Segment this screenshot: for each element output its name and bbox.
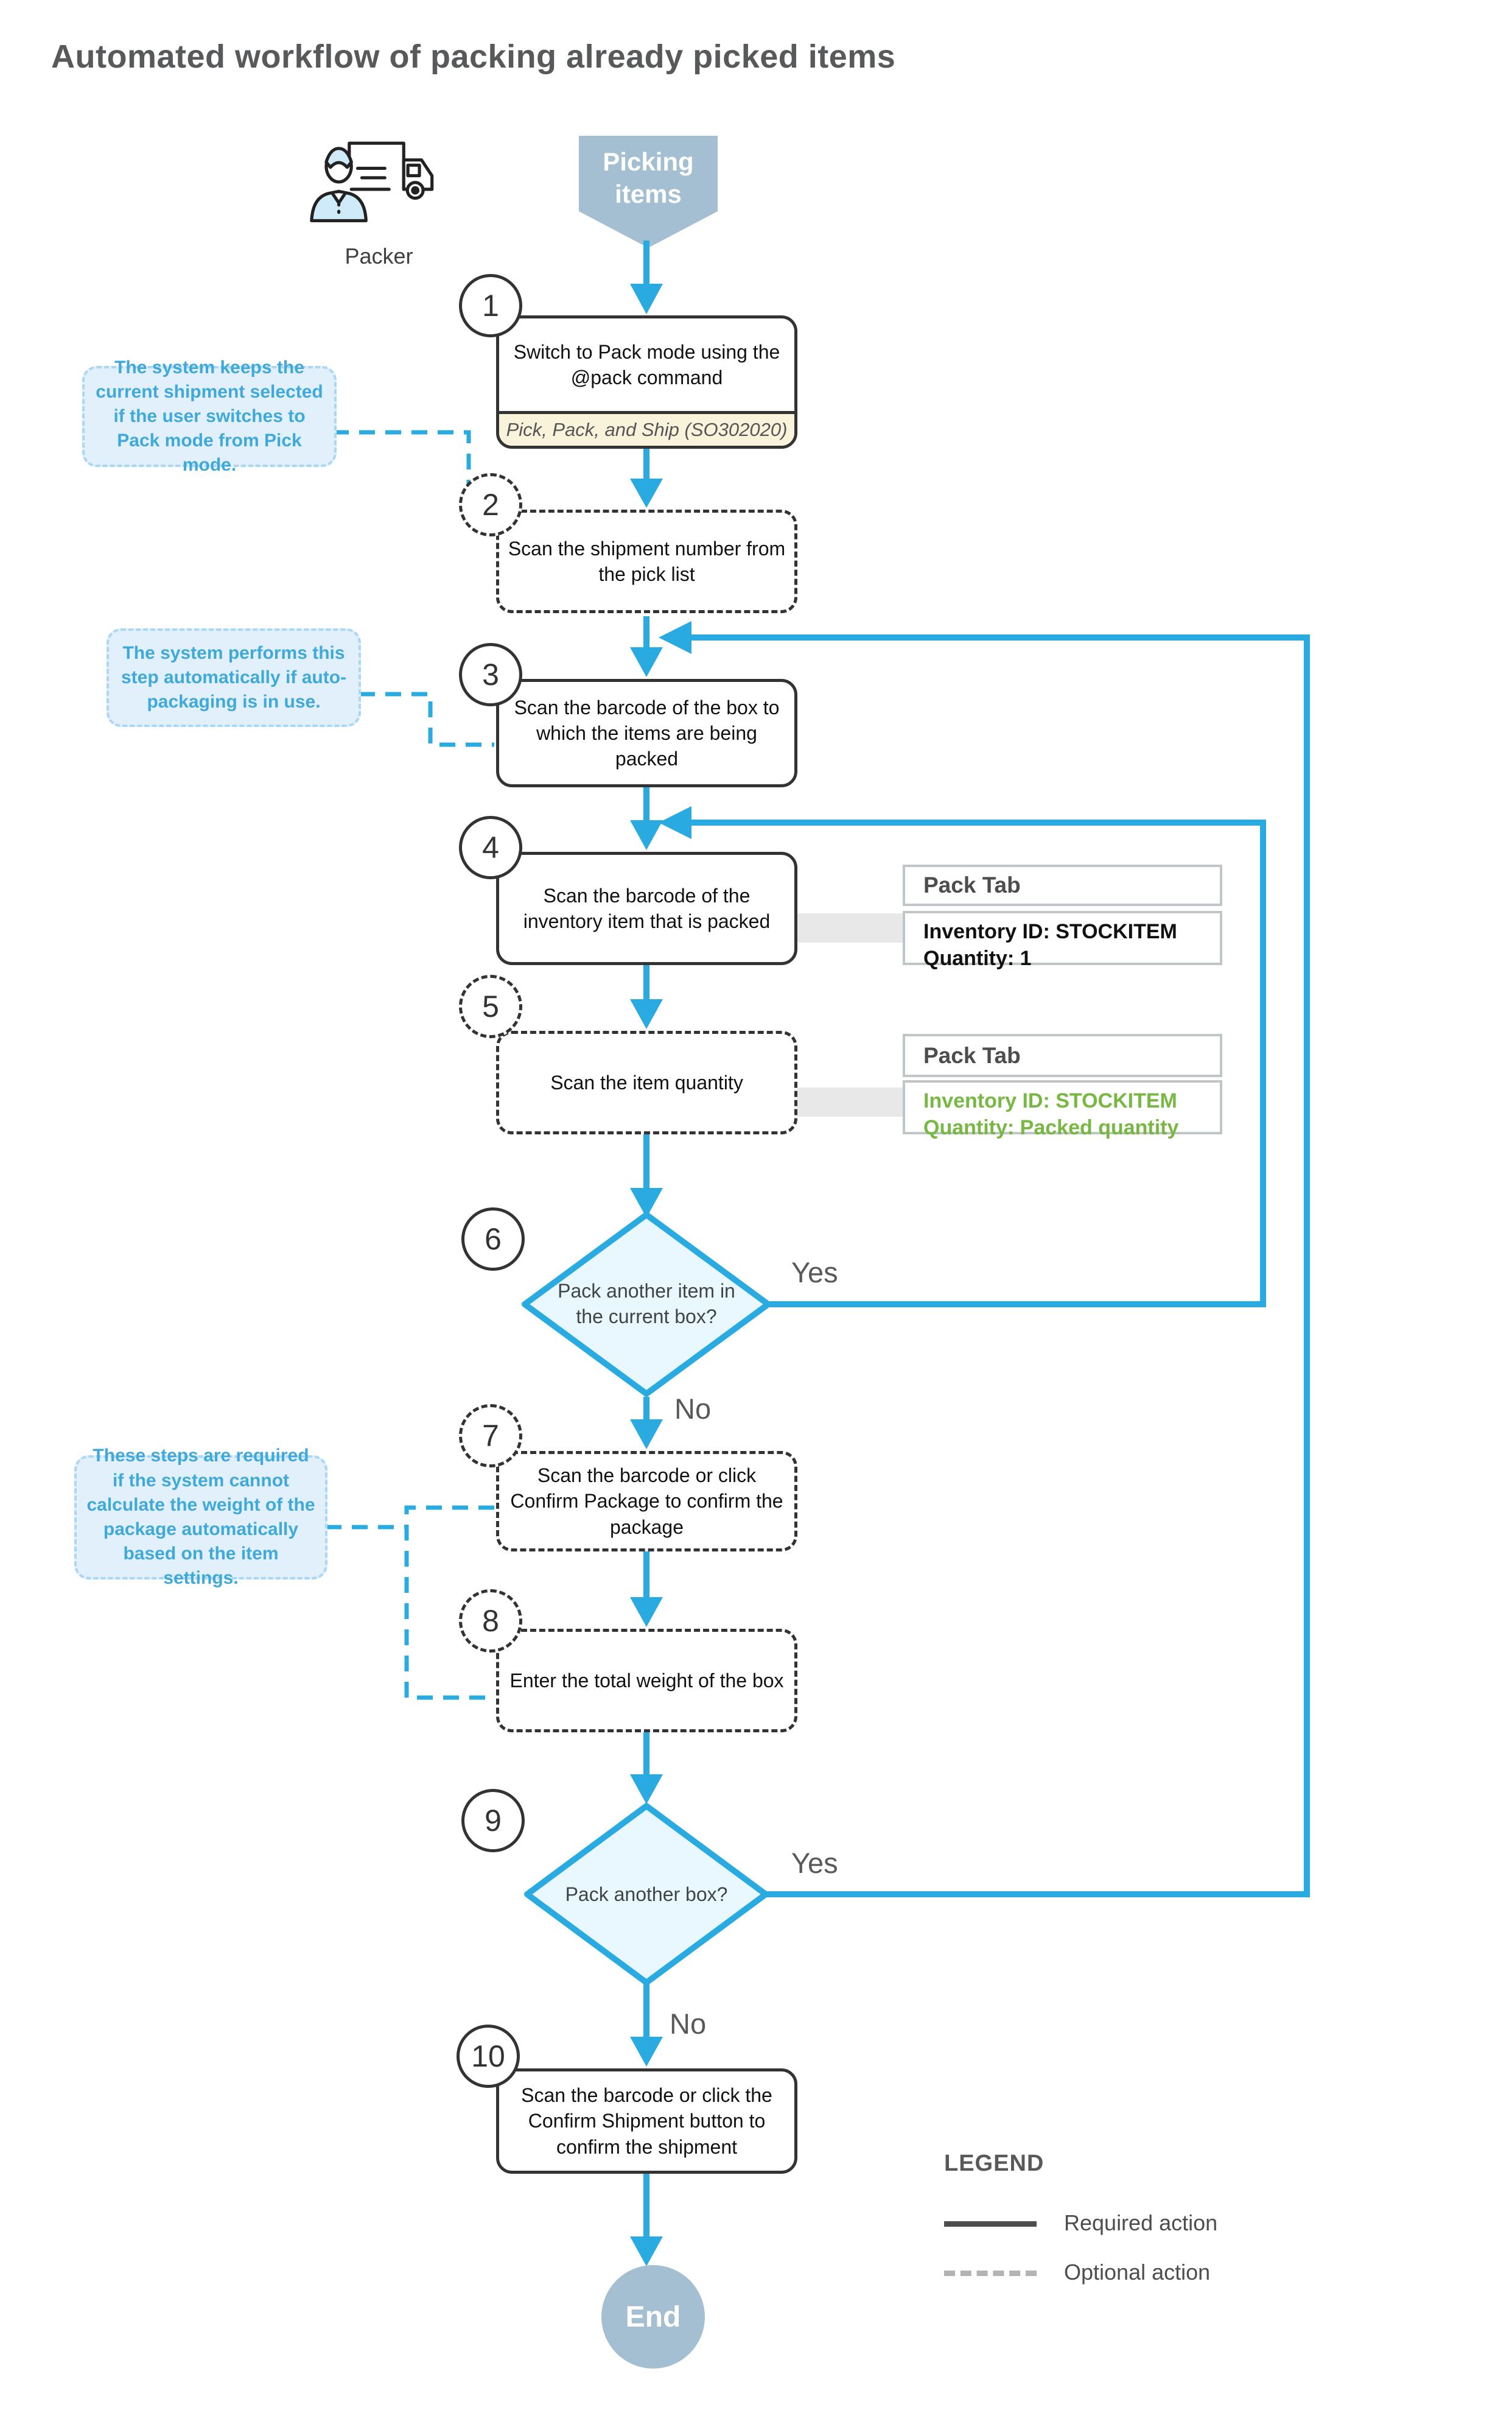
flow-lines xyxy=(643,241,1310,2236)
pack-tab2-body: Inventory ID: STOCKITEM Quantity: Packed… xyxy=(903,1080,1222,1139)
pack-tab2-line1: Inventory ID: STOCKITEM xyxy=(923,1089,1177,1112)
callout-keep-shipment: The system keeps the current shipment se… xyxy=(82,357,337,475)
loop-decision6-yes xyxy=(691,820,1266,1307)
arrowhead-loop9 xyxy=(659,621,691,654)
step7-number: 7 xyxy=(459,1404,522,1467)
pack-tab2-line2: Quantity: Packed quantity xyxy=(923,1116,1179,1139)
pack-tab1-header-text: Pack Tab xyxy=(923,873,1021,898)
pack-tab1-body: Inventory ID: STOCKITEM Quantity: 1 xyxy=(903,911,1222,970)
step1-number-text: 1 xyxy=(482,289,499,323)
step6-number-text: 6 xyxy=(485,1222,502,1256)
step1-number: 1 xyxy=(459,274,522,337)
step8-text: Enter the total weight of the box xyxy=(509,1669,784,1692)
callout-weight-required: These steps are required if the system c… xyxy=(74,1446,327,1588)
decision6-no-label: No xyxy=(674,1393,712,1425)
step10-number-text: 10 xyxy=(471,2039,505,2073)
step2-number-text: 2 xyxy=(482,488,499,522)
actor-label: Packer xyxy=(345,244,413,269)
callout3-bracket xyxy=(404,1505,494,1700)
step1-box: Switch to Pack mode using the @pack comm… xyxy=(496,315,797,449)
decision9-yes-label: Yes xyxy=(791,1847,838,1879)
step8-number-text: 8 xyxy=(482,1604,499,1638)
pack-tab1-line2: Quantity: 1 xyxy=(923,947,1032,970)
end-node: End xyxy=(601,2265,705,2369)
callout1-connector xyxy=(333,430,471,488)
arrowheads xyxy=(630,284,691,2266)
step5-box: Scan the item quantity xyxy=(496,1031,797,1134)
step4-box: Scan the barcode of the inventory item t… xyxy=(496,852,797,965)
arrowhead-loop6 xyxy=(659,806,691,839)
step7-number-text: 7 xyxy=(482,1419,499,1453)
step4-number-text: 4 xyxy=(482,831,499,865)
step2-text: Scan the shipment number from the pick l… xyxy=(508,537,786,585)
decision9-question: Pack another box? xyxy=(565,1883,728,1906)
page-title: Automated workflow of packing already pi… xyxy=(51,38,896,75)
step5-text: Scan the item quantity xyxy=(550,1071,743,1094)
step4-number: 4 xyxy=(459,816,522,879)
decision9-diamond xyxy=(524,1803,769,1986)
legend-optional-label: Optional action xyxy=(1064,2260,1211,2285)
decision6-text: Pack another item in the current box? xyxy=(549,1260,744,1348)
pack-tab1-link xyxy=(797,913,913,943)
step3-number-text: 3 xyxy=(482,658,499,692)
step5-number-text: 5 xyxy=(482,989,499,1024)
step1-footnote: Pick, Pack, and Ship (SO302020) xyxy=(499,411,794,446)
step2-box: Scan the shipment number from the pick l… xyxy=(496,510,797,613)
step7-text: Scan the barcode or click Confirm Packag… xyxy=(510,1464,783,1538)
step9-number-text: 9 xyxy=(485,1804,502,1838)
end-node-label: End xyxy=(625,2300,681,2333)
callout2-connector xyxy=(359,692,494,747)
pack-tab1-header: Pack Tab xyxy=(903,865,1222,906)
decision6-yes-label: Yes xyxy=(791,1256,838,1288)
step8-box: Enter the total weight of the box xyxy=(496,1629,797,1732)
legend-heading: LEGEND xyxy=(944,2151,1045,2176)
step3-number: 3 xyxy=(459,643,522,706)
step7-box: Scan the barcode or click Confirm Packag… xyxy=(496,1451,797,1551)
step3-box: Scan the barcode of the box to which the… xyxy=(496,679,797,787)
pack-tab1-line1: Inventory ID: STOCKITEM xyxy=(923,920,1177,943)
decision6-diamond xyxy=(522,1212,771,1397)
legend-required-line xyxy=(944,2221,1037,2227)
legend-required-label: Required action xyxy=(1064,2210,1218,2235)
picking-items-banner xyxy=(579,136,718,248)
loop-decision9-yes xyxy=(691,634,1310,1897)
step4-text: Scan the barcode of the inventory item t… xyxy=(523,884,771,932)
packer-with-truck-icon xyxy=(310,141,434,223)
pack-tab2-header: Pack Tab xyxy=(903,1034,1222,1077)
step10-number: 10 xyxy=(457,2025,520,2088)
start-node-label: Picking items xyxy=(603,147,694,208)
step8-number: 8 xyxy=(459,1589,522,1653)
decision9-no-label: No xyxy=(670,2008,707,2040)
step1-text: Switch to Pack mode using the @pack comm… xyxy=(513,340,780,388)
callout-auto-packaging: The system performs this step automatica… xyxy=(107,628,361,727)
step3-text: Scan the barcode of the box to which the… xyxy=(514,696,780,770)
pack-tab2-header-text: Pack Tab xyxy=(923,1042,1021,1068)
step10-text: Scan the barcode or click the Confirm Sh… xyxy=(521,2084,772,2158)
decision9-text: Pack another box? xyxy=(549,1851,744,1939)
legend-optional-line xyxy=(944,2271,1037,2276)
callout-auto-packaging-text: The system performs this step automatica… xyxy=(121,642,347,712)
step10-box: Scan the barcode or click the Confirm Sh… xyxy=(496,2068,797,2174)
callout-weight-required-text: These steps are required if the system c… xyxy=(86,1446,315,1589)
decision6-question: Pack another item in the current box? xyxy=(558,1280,735,1327)
step2-number: 2 xyxy=(459,473,522,536)
callout-keep-shipment-text: The system keeps the current shipment se… xyxy=(96,357,323,476)
step5-number: 5 xyxy=(459,975,522,1038)
step6-number: 6 xyxy=(461,1207,525,1271)
pack-tab2-link xyxy=(797,1087,913,1117)
callout-connectors xyxy=(326,430,494,1700)
step9-number: 9 xyxy=(461,1789,525,1852)
